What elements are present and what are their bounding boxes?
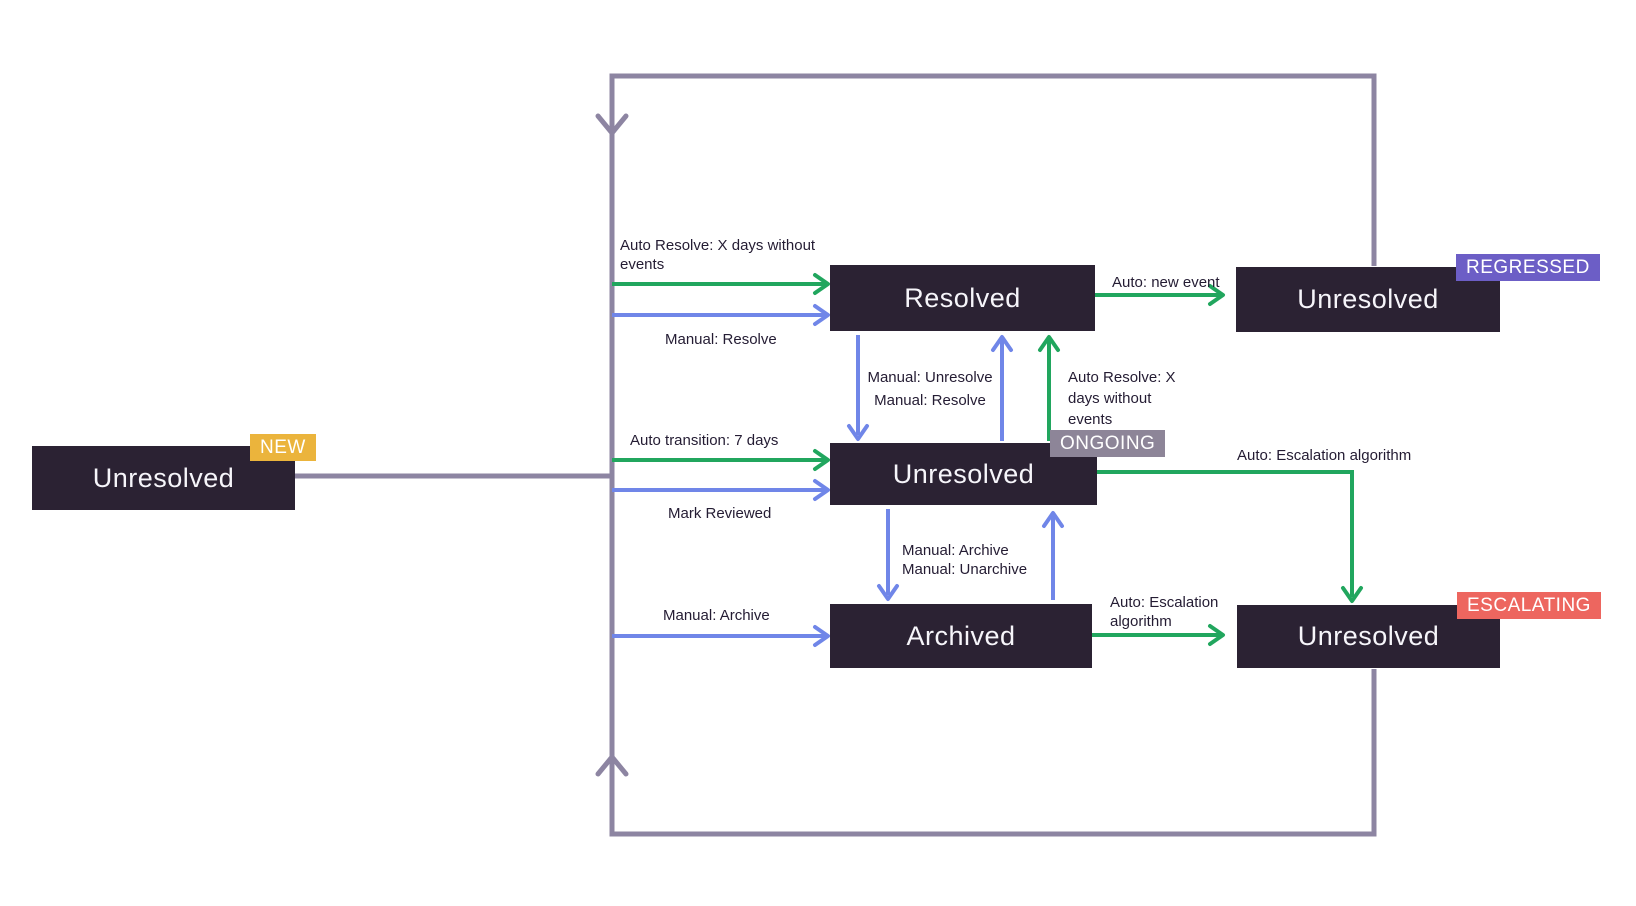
edge-manual-resolve-up: [991, 335, 1013, 441]
node-archived: Archived: [830, 604, 1092, 668]
label-auto-resolve-ongoing: Auto Resolve: X days without events: [1068, 369, 1176, 428]
edge-auto-resolve-to-resolved: [612, 273, 830, 295]
edge-manual-unresolve-down: [847, 335, 869, 441]
edge-mark-reviewed: [612, 479, 830, 501]
edge-manual-resolve-to-resolved: [612, 304, 830, 326]
node-resolved: Resolved: [830, 265, 1095, 331]
edge-auto-new-event: [1095, 284, 1225, 306]
edge-manual-unarchive-up: [1042, 511, 1064, 600]
node-unresolved-escalating: Unresolved: [1237, 605, 1500, 668]
loop-line: [295, 73, 1377, 837]
badge-new: NEW: [250, 434, 316, 461]
node-label: Unresolved: [1297, 284, 1439, 314]
label-manual-archive-unarchive: Manual: Archive Manual: Unarchive: [902, 542, 1028, 578]
edge-manual-archive-down: [877, 509, 899, 601]
edge-manual-archive-to-archived: [612, 625, 830, 647]
edge-auto-resolve-from-ongoing: [1038, 335, 1060, 441]
label-auto-transition: Auto transition: 7 days: [630, 432, 779, 449]
label-auto-escalation-ongoing: Auto: Escalation algorithm: [1237, 447, 1412, 464]
node-label: Unresolved: [92, 462, 235, 493]
node-label: Unresolved: [892, 458, 1035, 489]
edge-auto-transition: [612, 449, 830, 471]
label-manual-resolve-new: Manual: Resolve: [665, 331, 777, 348]
label-manual-archive-new: Manual: Archive: [663, 607, 770, 624]
node-label: Archived: [906, 620, 1016, 651]
edge-auto-escalation-from-archived: [1092, 624, 1225, 646]
node-label: Unresolved: [1297, 621, 1440, 651]
label-auto-resolve-new: Auto Resolve: X days without events: [620, 237, 816, 273]
label-mark-reviewed: Mark Reviewed: [668, 505, 772, 522]
label-auto-escalation-archived: Auto: Escalation algorithm: [1110, 594, 1219, 630]
label-manual-unresolve: Manual: Unresolve: [867, 369, 993, 386]
label-auto-new-event: Auto: new event: [1112, 274, 1220, 291]
edge-auto-escalation-from-ongoing: [1097, 470, 1363, 603]
badge-escalating: ESCALATING: [1457, 592, 1601, 619]
node-label: Resolved: [904, 282, 1021, 313]
badge-regressed: REGRESSED: [1456, 254, 1600, 281]
label-manual-resolve-ongoing: Manual: Resolve: [874, 392, 986, 409]
badge-ongoing: ONGOING: [1050, 430, 1166, 457]
